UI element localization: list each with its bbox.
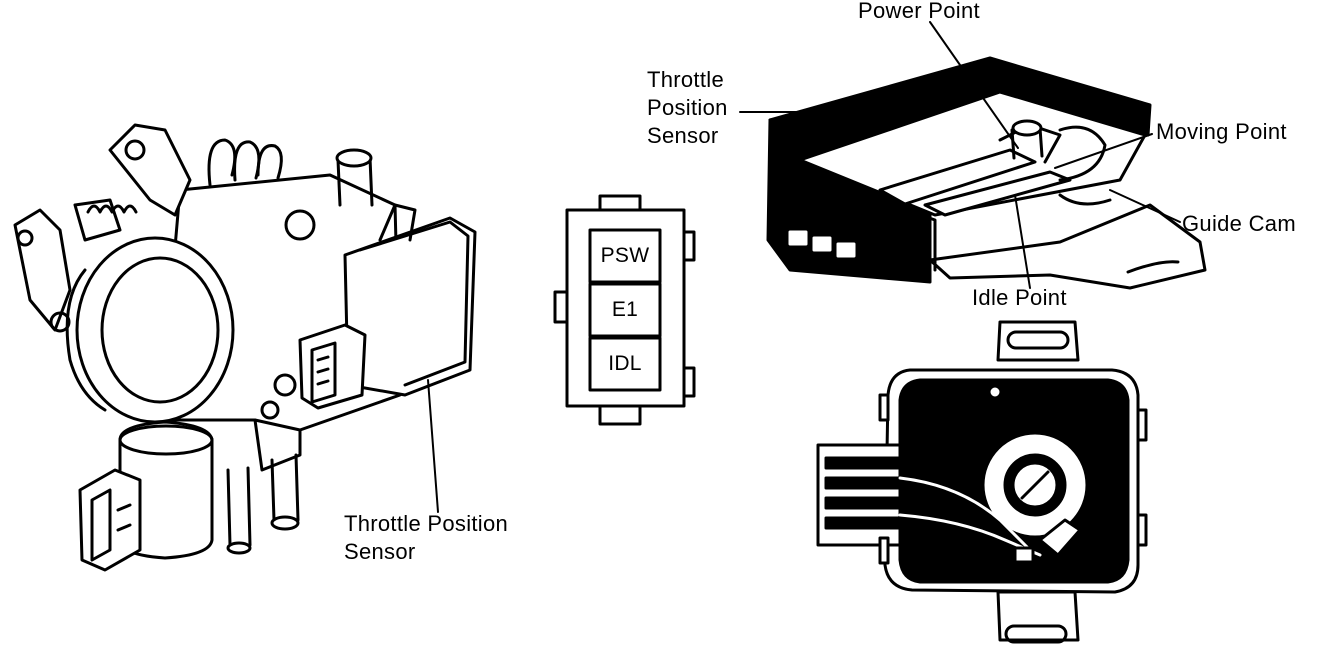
label-line: Sensor <box>344 539 416 564</box>
label-line: Throttle <box>647 67 724 92</box>
label-throttle-position-sensor-left: Throttle Position Sensor <box>344 510 508 566</box>
label-idle-point: Idle Point <box>972 285 1067 310</box>
connector-pin-psw: PSW <box>600 244 650 267</box>
leader-line-moving-point <box>1054 133 1153 169</box>
leader-line-power-point <box>929 21 1019 149</box>
label-power-point: Power Point <box>858 0 980 23</box>
leader-line-guide-cam <box>1109 189 1181 223</box>
label-guide-cam: Guide Cam <box>1182 211 1296 236</box>
connector-pin-idl: IDL <box>608 352 642 375</box>
connector-pin-e1: E1 <box>611 298 639 321</box>
label-line: Position <box>647 95 728 120</box>
sensor-cutaway-drawing <box>766 56 1207 290</box>
connector-drawing <box>553 194 696 426</box>
sensor-bottom-view-drawing <box>816 320 1148 644</box>
throttle-body-drawing <box>13 123 477 572</box>
leader-line-left-tps <box>427 379 439 513</box>
label-moving-point: Moving Point <box>1156 119 1287 144</box>
label-line: Sensor <box>647 123 719 148</box>
label-line: Throttle Position <box>344 511 509 536</box>
label-throttle-position-sensor-top: Throttle Position Sensor <box>647 66 728 150</box>
leader-line-idle-point <box>1014 194 1031 289</box>
